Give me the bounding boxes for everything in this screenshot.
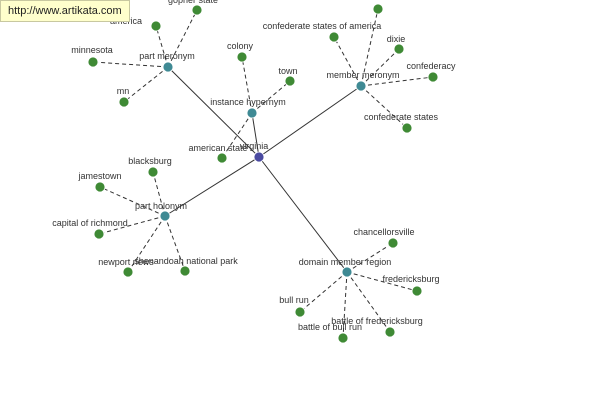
edge-r4-l17 (164, 215, 186, 272)
leaf-label-l14: jamestown (77, 171, 121, 181)
leaf-node-l19[interactable] (411, 285, 423, 297)
leaf-label-l15: capital of richmond (52, 218, 128, 228)
edge-center-r3 (258, 85, 362, 158)
edge-center-r2 (251, 112, 260, 158)
edge-r4-l15 (98, 215, 166, 235)
leaf-node-l16[interactable] (122, 266, 134, 278)
relation-node-r3[interactable] (355, 80, 367, 92)
edge-r3-l8 (360, 8, 379, 87)
edge-center-r5 (258, 156, 348, 273)
relation-node-r2[interactable] (246, 107, 258, 119)
leaf-node-l13[interactable] (147, 166, 159, 178)
leaf-node-l18[interactable] (387, 237, 399, 249)
leaf-label-l22: battle of fredericksburg (331, 316, 423, 326)
edge-r3-l9 (333, 36, 362, 87)
leaf-label-l4: mn (117, 86, 130, 96)
relation-node-r4[interactable] (159, 210, 171, 222)
leaf-node-l6[interactable] (284, 75, 296, 87)
leaf-label-l9: confederate states of america (263, 21, 382, 31)
leaf-node-l17[interactable] (179, 265, 191, 277)
edges (92, 8, 434, 339)
relation-label-r3: member meronym (326, 70, 399, 80)
leaf-label-l10: dixie (387, 34, 406, 44)
edge-center-r4 (164, 156, 260, 217)
site-url-banner[interactable]: http://www.artikata.com (0, 0, 130, 22)
center-node-label: virginia (240, 141, 269, 151)
leaf-label-l5: colony (227, 41, 254, 51)
relation-label-r4: part holonym (135, 201, 187, 211)
leaf-label-l19: fredericksburg (382, 274, 439, 284)
edge-r4-l14 (99, 186, 166, 217)
relation-label-r2: instance hypernym (210, 97, 286, 107)
edge-r2-l5 (241, 56, 253, 114)
leaf-label-l11: confederacy (406, 61, 456, 71)
leaf-node-l14[interactable] (94, 181, 106, 193)
leaf-node-l4[interactable] (118, 96, 130, 108)
leaf-label-l20: bull run (279, 295, 309, 305)
leaf-node-l11[interactable] (427, 71, 439, 83)
leaf-label-l12: confederate states (364, 112, 439, 122)
edge-r3-l11 (360, 76, 434, 87)
leaf-node-l21[interactable] (337, 332, 349, 344)
edge-r2-l6 (251, 80, 291, 114)
leaf-node-l10[interactable] (393, 43, 405, 55)
edge-r3-l12 (360, 85, 408, 129)
leaf-node-l9[interactable] (328, 31, 340, 43)
leaf-node-l8[interactable] (372, 3, 384, 15)
edge-r1-l1 (155, 25, 169, 68)
leaf-label-l7: american state (188, 143, 247, 153)
edge-r5-l19 (346, 271, 418, 292)
leaf-label-l3: minnesota (71, 45, 113, 55)
edge-r5-l18 (346, 242, 394, 273)
leaf-node-l5[interactable] (236, 51, 248, 63)
leaf-label-l2: gopher state (168, 0, 218, 5)
center-node[interactable] (253, 151, 265, 163)
leaf-label-l21: battle of bull run (298, 322, 362, 332)
leaf-node-l7[interactable] (216, 152, 228, 164)
leaf-label-l13: blacksburg (128, 156, 172, 166)
leaf-node-l2[interactable] (191, 4, 203, 16)
edge-r1-l2 (167, 9, 198, 68)
edge-center-r1 (167, 66, 260, 158)
leaf-node-l20[interactable] (294, 306, 306, 318)
relation-label-r5: domain member region (299, 257, 392, 267)
leaf-label-l6: town (278, 66, 297, 76)
edge-r3-l10 (360, 48, 400, 87)
leaf-node-l3[interactable] (87, 56, 99, 68)
relation-label-r1: part meronym (139, 51, 195, 61)
leaf-node-l22[interactable] (384, 326, 396, 338)
leaf-label-l18: chancellorsville (353, 227, 414, 237)
leaf-node-l15[interactable] (93, 228, 105, 240)
relation-node-r5[interactable] (341, 266, 353, 278)
leaf-label-l17: shenandoah national park (134, 256, 238, 266)
leaf-label-l16: newport news (98, 257, 154, 267)
edge-r2-l7 (221, 112, 253, 159)
edge-r5-l22 (346, 271, 391, 333)
nodes (87, 3, 439, 344)
leaf-node-l12[interactable] (401, 122, 413, 134)
relation-node-r1[interactable] (162, 61, 174, 73)
edge-r1-l4 (123, 66, 169, 103)
edge-r1-l3 (92, 61, 169, 68)
leaf-node-l1[interactable] (150, 20, 162, 32)
edge-r5-l20 (299, 271, 348, 313)
edge-r4-l13 (152, 171, 166, 217)
